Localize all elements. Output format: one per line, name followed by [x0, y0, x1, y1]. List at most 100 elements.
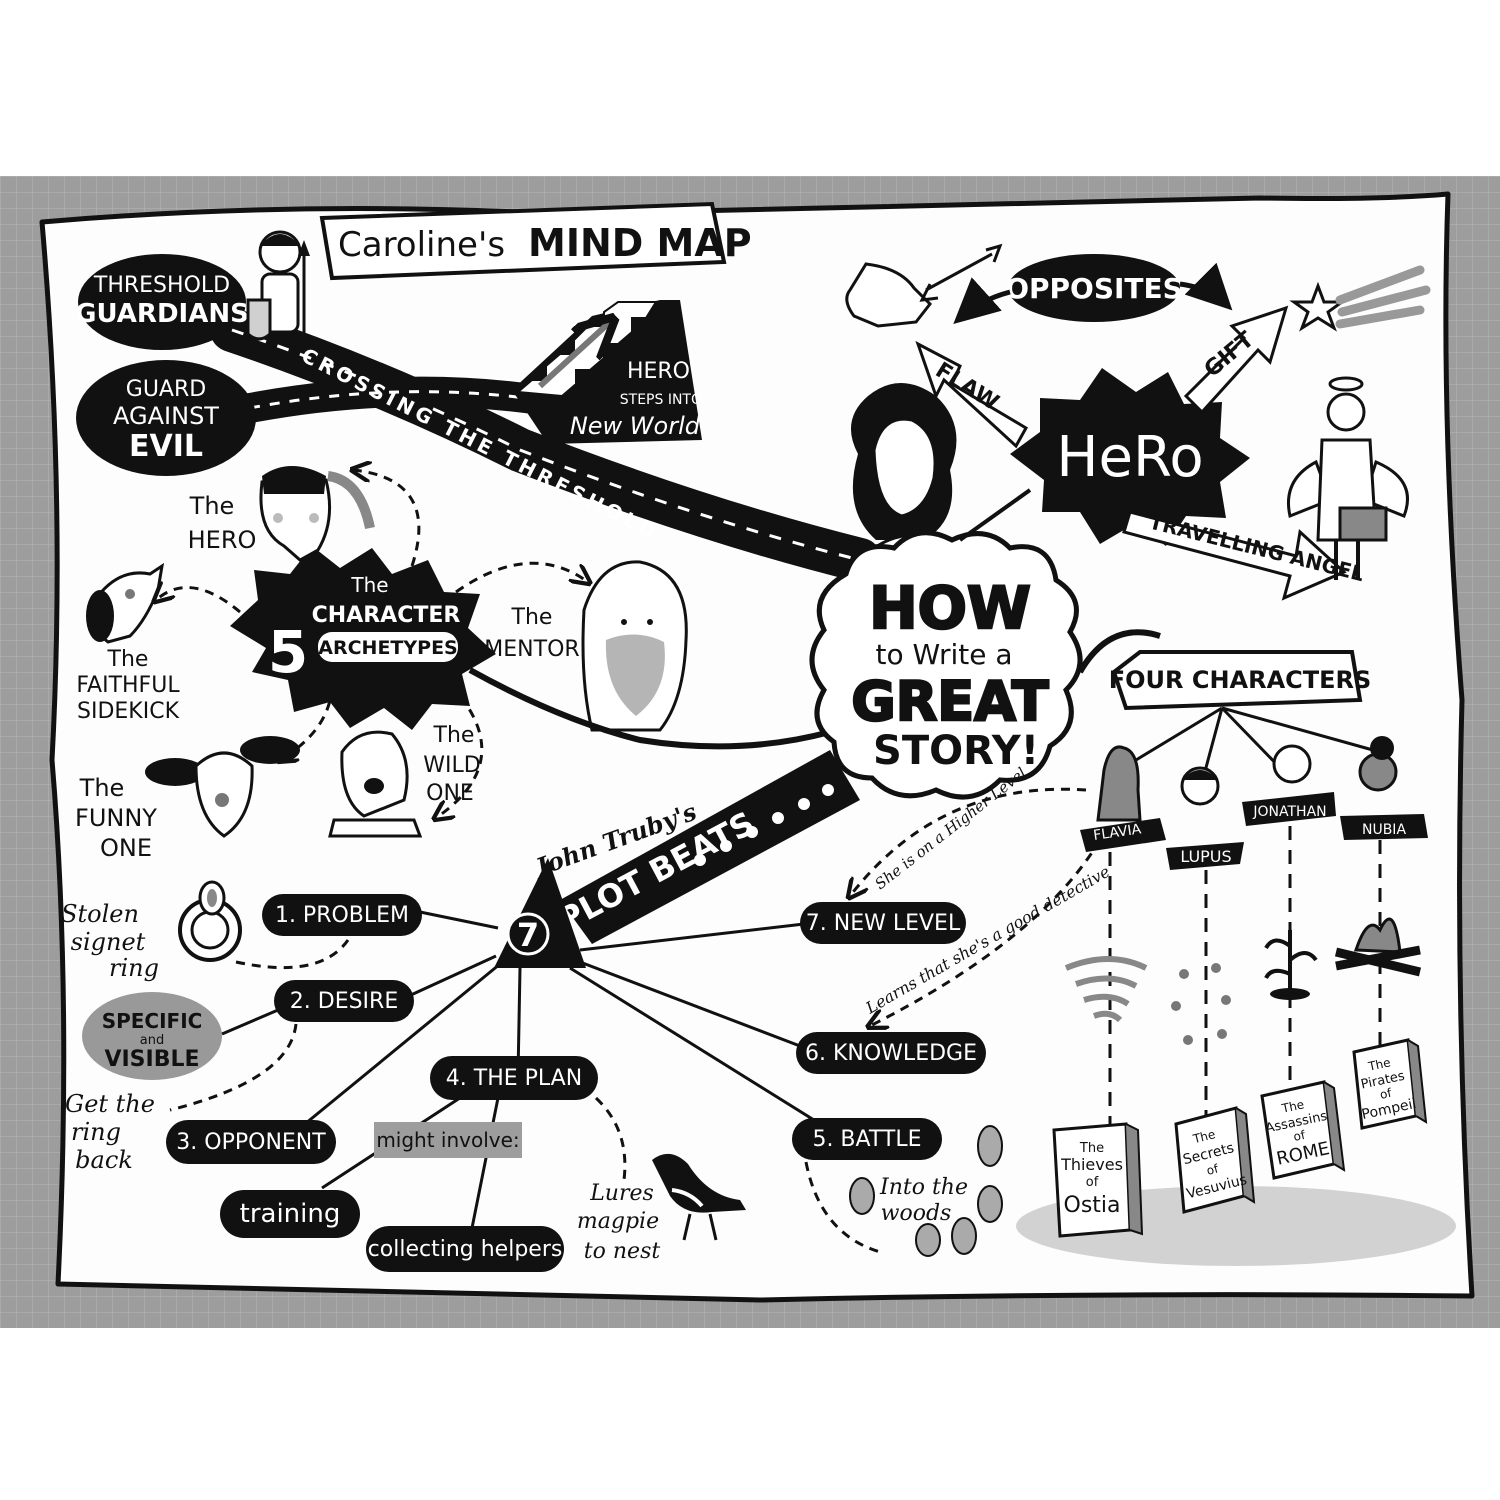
angel-icon: [1287, 376, 1409, 580]
the-mentor-line2: MENTOR: [484, 637, 579, 662]
book1-line1: The: [1079, 1141, 1104, 1156]
book1-line2: Thieves: [1060, 1155, 1123, 1174]
problem-note-line3: ring: [109, 954, 159, 982]
opposites-pill: OPPOSITES: [1005, 254, 1183, 322]
desire-note-line2: ring: [71, 1118, 121, 1146]
lupus-name: LUPUS: [1180, 847, 1231, 866]
beat-desire-label: 2. DESIRE: [290, 989, 398, 1014]
archetypes-the: The: [350, 573, 388, 597]
threshold-guardians-bubble: THRESHOLD GUARDIANS: [75, 254, 249, 350]
funny-line3: ONE: [100, 834, 152, 862]
archetypes-hub: The 5 CHARACTER ARCHETYPES: [230, 546, 496, 730]
beat-knowledge: 6. KNOWLEDGE: [796, 1032, 986, 1074]
guard-against-evil-bubble: GUARD AGAINST EVIL: [76, 360, 256, 476]
beat-the-plan-label: 4. THE PLAN: [446, 1066, 582, 1091]
beat-problem: 1. PROBLEM: [262, 894, 422, 936]
shooting-star-icon: [1289, 265, 1431, 332]
book1-line3: of: [1086, 1175, 1099, 1190]
beat-battle: 5. BATTLE: [792, 1118, 942, 1160]
character-nubia: NUBIA: [1340, 736, 1428, 840]
center-line3: GREAT: [851, 670, 1048, 733]
book4-line3: of: [1379, 1086, 1394, 1102]
specific-visible-box: SPECIFIC and VISIBLE: [82, 992, 222, 1080]
character-jonathan: JONATHAN: [1242, 744, 1336, 826]
nubia-name: NUBIA: [1362, 822, 1406, 838]
desire-note-line1: Get the: [65, 1090, 155, 1118]
beat-new-level: 7. NEW LEVEL: [800, 902, 966, 944]
plan-training-label: training: [240, 1199, 341, 1229]
steps-line1: HERO: [627, 359, 690, 384]
woods-icon: [849, 1125, 1003, 1257]
archetypes-archetypes: ARCHETYPES: [318, 637, 457, 659]
wild-line1: The: [433, 723, 475, 748]
desire-box-line2: and: [140, 1033, 164, 1048]
plot-number: 7: [517, 916, 539, 954]
book1-line4: Ostia: [1064, 1193, 1121, 1218]
center-cloud: HOW to Write a GREAT STORY!: [809, 530, 1083, 800]
magpie-icon: [652, 1153, 746, 1241]
book4-line1: The: [1366, 1055, 1392, 1074]
four-characters-label: FOUR CHARACTERS: [1109, 666, 1372, 694]
threshold-guardians-line2: GUARDIANS: [75, 299, 249, 329]
plan-helpers-pill: collecting helpers: [366, 1226, 564, 1272]
beat-the-plan: 4. THE PLAN: [430, 1056, 598, 1100]
four-characters-banner: FOUR CHARACTERS: [1109, 650, 1372, 711]
battle-note-line1: Into the: [879, 1175, 968, 1200]
guard-figure-icon: [246, 230, 310, 341]
book-pirates-of-pompeii: The Pirates of Pompeii: [1352, 1038, 1428, 1130]
foot-icon: [845, 243, 1003, 328]
problem-note-line1: Stolen: [61, 900, 139, 928]
title-banner: Caroline's MIND MAP: [319, 201, 752, 281]
center-line1: HOW: [869, 574, 1031, 642]
beat-opponent-label: 3. OPPONENT: [176, 1130, 326, 1155]
book3-line3: of: [1292, 1128, 1307, 1144]
beat-knowledge-label: 6. KNOWLEDGE: [805, 1041, 977, 1066]
the-mentor-line1: The: [511, 605, 553, 630]
flavia-name: FLAVIA: [1092, 821, 1142, 844]
beat-opponent: 3. OPPONENT: [166, 1120, 336, 1164]
funny-one-face-icon: [145, 736, 300, 838]
funny-line1: The: [79, 774, 125, 802]
magpie-note-line2: magpie: [577, 1209, 659, 1234]
magpie-note-line3: to nest: [584, 1239, 661, 1264]
plot-triangle: 7: [494, 858, 586, 968]
hero-face-icon: [259, 466, 375, 562]
desire-box-line1: SPECIFIC: [102, 1009, 203, 1033]
book3-line1: The: [1280, 1097, 1306, 1116]
wild-line2: WILD: [423, 753, 480, 778]
hero-hub-label: HeRo: [1056, 425, 1203, 490]
plan-training-pill: training: [220, 1190, 360, 1238]
campfire-icon: [1334, 917, 1422, 977]
plant-icon: [1264, 930, 1318, 1000]
beat-battle-label: 5. BATTLE: [812, 1127, 921, 1152]
the-hero-line2: HERO: [188, 526, 257, 554]
plan-helpers-label: collecting helpers: [368, 1237, 563, 1262]
desire-note-line3: back: [75, 1146, 133, 1174]
rain-icon: [1171, 963, 1231, 1045]
book-secrets-of-vesuvius: The Secrets of Vesuvius: [1174, 1106, 1256, 1214]
beat-desire: 2. DESIRE: [274, 980, 414, 1022]
character-lupus: LUPUS: [1166, 766, 1244, 870]
jonathan-name: JONATHAN: [1252, 804, 1326, 820]
archetypes-character: CHARACTER: [312, 603, 461, 628]
sidekick-line1: The: [107, 647, 149, 672]
sidekick-line2: FAITHFUL: [76, 673, 180, 698]
tornado-icon: [1064, 956, 1148, 1023]
mentor-face-icon: [581, 560, 688, 732]
beat-new-level-label: 7. NEW LEVEL: [806, 911, 961, 936]
wild-one-face-icon: [328, 730, 423, 838]
beat-problem-label: 1. PROBLEM: [275, 903, 409, 928]
steps-line3: New World: [570, 412, 701, 440]
threshold-guardians-line1: THRESHOLD: [93, 273, 230, 298]
opposites-label: OPPOSITES: [1005, 272, 1183, 305]
character-flavia: FLAVIA: [1080, 745, 1166, 852]
title-main: MIND MAP: [528, 221, 752, 265]
book2-line1: The: [1191, 1127, 1217, 1146]
center-line4: STORY!: [873, 728, 1039, 774]
plan-note-box: might involve:: [374, 1122, 522, 1158]
book-assassins-of-rome: The Assassins of ROME: [1260, 1080, 1346, 1180]
title-prefix: Caroline's: [338, 225, 505, 265]
guard-line3: EVIL: [129, 429, 203, 464]
